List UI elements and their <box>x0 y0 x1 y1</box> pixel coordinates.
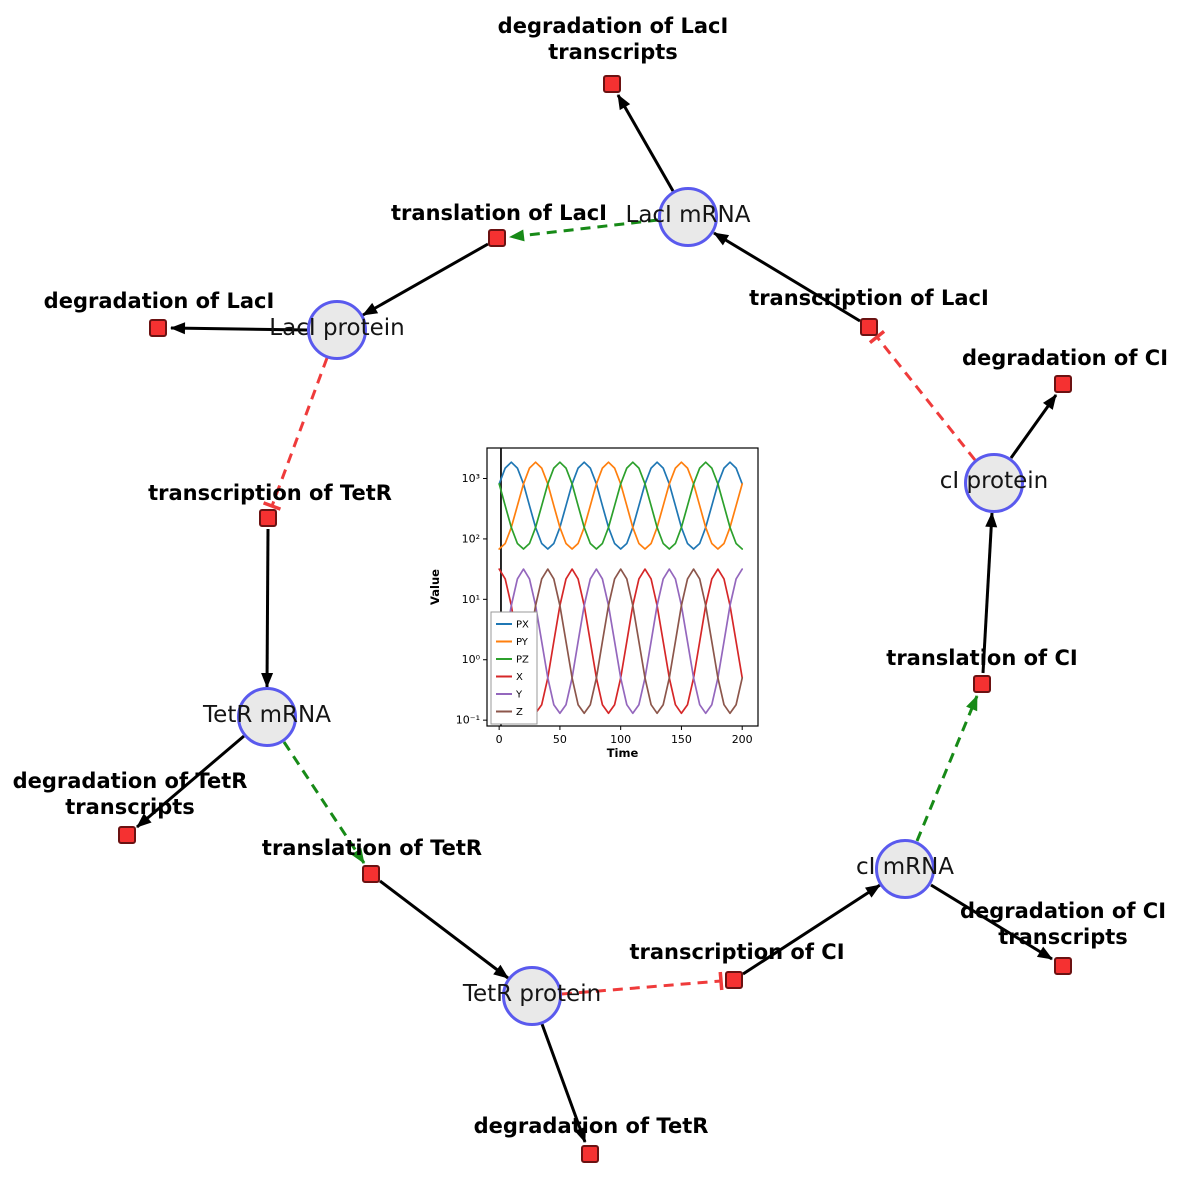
edge-laci-protein-inhibits-transcription-tetr <box>262 357 329 511</box>
edge-tetr-protein-inhibits-transcription-ci <box>561 971 724 996</box>
edge-translation-laci-to-laci-protein <box>362 242 489 317</box>
svg-text:PZ: PZ <box>516 655 529 666</box>
reaction-node-transcription-laci[interactable] <box>860 318 878 336</box>
svg-text:10³: 10³ <box>462 472 480 485</box>
reaction-label-transcription-ci: transcription of CI <box>629 940 845 964</box>
reaction-label-degradation-laci: degradation of LacI <box>43 289 275 313</box>
reaction-label-degradation-laci-transcripts: degradation of LacI transcripts <box>497 14 729 65</box>
reaction-label-degradation-ci: degradation of CI <box>961 346 1169 370</box>
svg-text:10²: 10² <box>462 532 480 545</box>
svg-text:X: X <box>516 672 523 683</box>
species-label-tetr-mrna: TetR mRNA <box>203 702 331 728</box>
svg-text:10⁰: 10⁰ <box>462 653 481 666</box>
svg-text:PX: PX <box>516 620 529 631</box>
svg-text:Y: Y <box>515 690 523 701</box>
reaction-label-translation-tetr: translation of TetR <box>261 836 483 860</box>
species-label-ci-protein: cI protein <box>939 468 1049 494</box>
svg-text:50: 50 <box>553 733 567 746</box>
species-node-laci-mrna[interactable] <box>658 187 718 247</box>
edge-laci-protein-to-degradation-laci <box>170 322 308 335</box>
reaction-node-degradation-tetr-transcripts[interactable] <box>118 826 136 844</box>
edge-transcription-laci-to-laci-mrna <box>713 231 861 323</box>
edge-ci-protein-inhibits-transcription-laci <box>868 330 977 461</box>
svg-text:Time: Time <box>607 746 639 760</box>
reaction-label-translation-ci: translation of CI <box>886 646 1078 670</box>
reaction-node-translation-ci[interactable] <box>973 675 991 693</box>
reaction-label-degradation-ci-transcripts: degradation of CI transcripts <box>959 899 1167 950</box>
reaction-node-degradation-laci[interactable] <box>149 319 167 337</box>
svg-text:PY: PY <box>516 637 529 648</box>
reaction-node-degradation-laci-transcripts[interactable] <box>603 75 621 93</box>
svg-text:10⁻¹: 10⁻¹ <box>456 714 480 727</box>
reaction-node-degradation-ci[interactable] <box>1054 375 1072 393</box>
svg-text:0: 0 <box>496 733 503 746</box>
svg-text:100: 100 <box>610 733 631 746</box>
reaction-label-degradation-tetr: degradation of TetR <box>473 1114 709 1138</box>
species-node-laci-protein[interactable] <box>307 300 367 360</box>
edge-transcription-tetr-to-tetr-mrna <box>261 528 274 688</box>
reaction-node-transcription-tetr[interactable] <box>259 509 277 527</box>
edge-translation-ci-to-ci-protein <box>981 512 998 674</box>
edge-transcription-ci-to-ci-mrna <box>742 883 881 976</box>
edge-tetr-mrna-modifier-translation-tetr <box>282 741 366 864</box>
reaction-node-degradation-tetr[interactable] <box>581 1145 599 1163</box>
edge-tetr-mrna-to-degradation-tetr-transcripts <box>136 734 245 829</box>
reaction-node-degradation-ci-transcripts[interactable] <box>1054 957 1072 975</box>
reaction-node-transcription-ci[interactable] <box>725 971 743 989</box>
edge-ci-mrna-modifier-translation-ci <box>915 695 979 842</box>
edge-ci-mrna-to-degradation-ci-transcripts <box>930 883 1053 961</box>
species-node-ci-mrna[interactable] <box>875 839 935 899</box>
svg-text:10¹: 10¹ <box>462 593 480 606</box>
species-label-laci-mrna: LacI mRNA <box>625 202 751 228</box>
reaction-label-transcription-laci: transcription of LacI <box>749 286 989 310</box>
edge-laci-mrna-to-degradation-laci-transcripts <box>616 94 675 192</box>
reaction-label-translation-laci: translation of LacI <box>391 201 607 225</box>
svg-text:Value: Value <box>428 569 442 605</box>
reaction-label-transcription-tetr: transcription of TetR <box>148 481 392 505</box>
species-label-laci-protein: LacI protein <box>269 315 405 341</box>
reaction-node-translation-laci[interactable] <box>488 229 506 247</box>
species-node-ci-protein[interactable] <box>964 453 1024 513</box>
species-node-tetr-mrna[interactable] <box>237 687 297 747</box>
reaction-node-translation-tetr[interactable] <box>362 865 380 883</box>
edge-ci-protein-to-degradation-ci <box>1009 394 1058 459</box>
svg-text:150: 150 <box>671 733 692 746</box>
species-node-tetr-protein[interactable] <box>502 966 562 1026</box>
species-label-ci-mrna: cI mRNA <box>855 854 955 880</box>
species-label-tetr-protein: TetR protein <box>462 981 602 1007</box>
edge-translation-tetr-to-tetr-protein <box>379 879 509 980</box>
reaction-label-degradation-tetr-transcripts: degradation of TetR transcripts <box>12 769 248 820</box>
edge-tetr-protein-to-degradation-tetr <box>540 1023 587 1143</box>
svg-text:Z: Z <box>516 707 523 718</box>
svg-text:200: 200 <box>732 733 753 746</box>
edge-laci-mrna-modifier-translation-laci <box>509 218 659 242</box>
